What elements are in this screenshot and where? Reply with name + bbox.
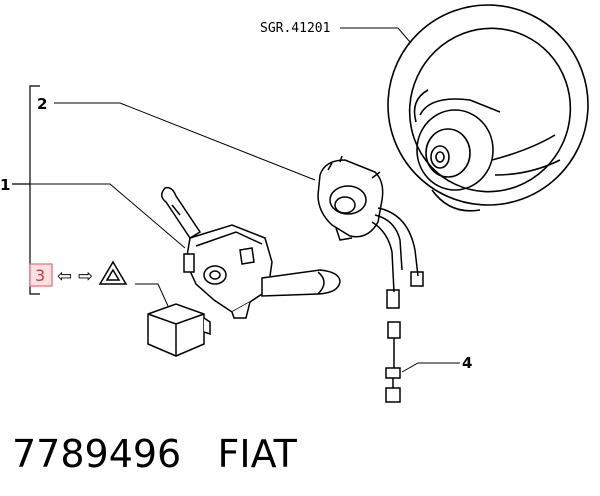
turn-left-icon: ⇦: [57, 266, 72, 287]
group-bracket: [12, 85, 40, 295]
part-caption: 7789496 FIAT: [12, 432, 297, 476]
callout-3-highlight: [29, 263, 53, 287]
reference-code-label: SGR.41201: [260, 21, 330, 36]
hazard-triangle-icon: [98, 260, 128, 285]
combination-switch: [161, 186, 341, 319]
hazard-relay: [147, 303, 211, 357]
callout-4: 4: [462, 354, 472, 372]
callout-2: 2: [37, 95, 47, 113]
part-number: 7789496: [12, 432, 182, 476]
steering-wheel: [387, 4, 589, 212]
brand-name: FIAT: [217, 432, 297, 476]
callout-1: 1: [0, 176, 10, 194]
clock-spring: [317, 155, 424, 403]
turn-right-icon: ⇨: [78, 266, 93, 287]
callout-3: 3: [35, 266, 45, 285]
leader-lines: [30, 27, 460, 373]
